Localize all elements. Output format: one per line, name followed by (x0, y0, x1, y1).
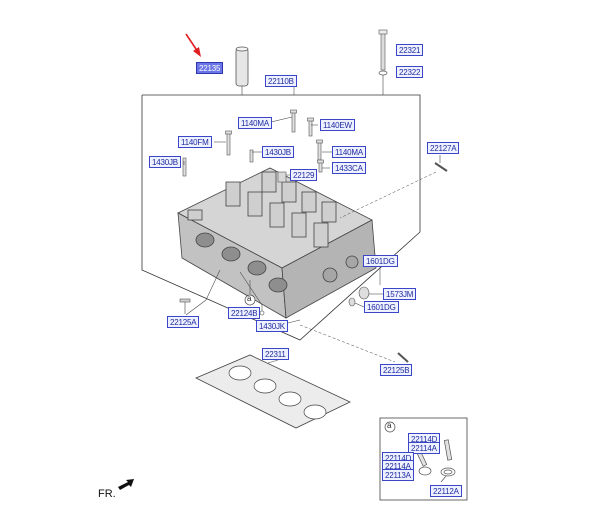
part-label-22124b[interactable]: 22124B (228, 307, 261, 319)
part-label-1573jm[interactable]: 1573JM (383, 288, 417, 300)
part-label-22113a[interactable]: 22113A (382, 469, 414, 481)
part-label-1601dg-top[interactable]: 1601DG (363, 255, 398, 267)
part-label-22322[interactable]: 22322 (396, 66, 424, 78)
part-label-22112a[interactable]: 22112A (430, 485, 462, 497)
plug-part (277, 171, 287, 183)
pin-part-bottom (397, 352, 409, 363)
part-label-22311[interactable]: 22311 (262, 348, 289, 360)
callout-marker: a (247, 294, 252, 303)
assembly-frame (141, 94, 421, 341)
part-label-22135[interactable]: 22135 (196, 62, 224, 74)
part-label-1430jk[interactable]: 1430JK (256, 320, 288, 332)
part-label-22321[interactable]: 22321 (396, 44, 424, 56)
part-label-1140fm[interactable]: 1140FM (178, 136, 212, 148)
pointer-arrow-icon (185, 33, 201, 57)
pin-part-left (179, 298, 191, 314)
part-label-22129[interactable]: 22129 (290, 169, 318, 181)
long-bolt-part (378, 29, 388, 95)
cylinder-head-part (177, 167, 377, 319)
part-label-22110b[interactable]: 22110B (265, 75, 297, 87)
pin-part-right (434, 162, 448, 172)
front-label: FR. (98, 488, 116, 500)
dowel-pin-part (235, 46, 249, 87)
part-label-22127a[interactable]: 22127A (427, 142, 460, 154)
head-gasket-part (195, 354, 351, 429)
part-label-1140ma-mid[interactable]: 1140MA (332, 146, 367, 158)
part-label-22125a[interactable]: 22125A (167, 316, 200, 328)
part-label-1140ma-top[interactable]: 1140MA (238, 117, 273, 129)
part-label-1601dg-bottom[interactable]: 1601DG (364, 301, 399, 313)
part-label-22125b[interactable]: 22125B (380, 364, 413, 376)
part-label-1430jb-mid[interactable]: 1430JB (262, 146, 294, 158)
small-bolts (182, 109, 324, 177)
part-label-1433ca[interactable]: 1433CA (332, 162, 366, 174)
front-direction-arrow-icon (118, 479, 134, 490)
part-label-1140ew[interactable]: 1140EW (320, 119, 355, 131)
part-label-22114a-top[interactable]: 22114A (408, 442, 440, 454)
seal-plugs (348, 286, 370, 307)
valve-seal-parts (416, 439, 456, 483)
part-label-1430jb-left[interactable]: 1430JB (149, 156, 181, 168)
inset-marker: a (387, 421, 392, 430)
